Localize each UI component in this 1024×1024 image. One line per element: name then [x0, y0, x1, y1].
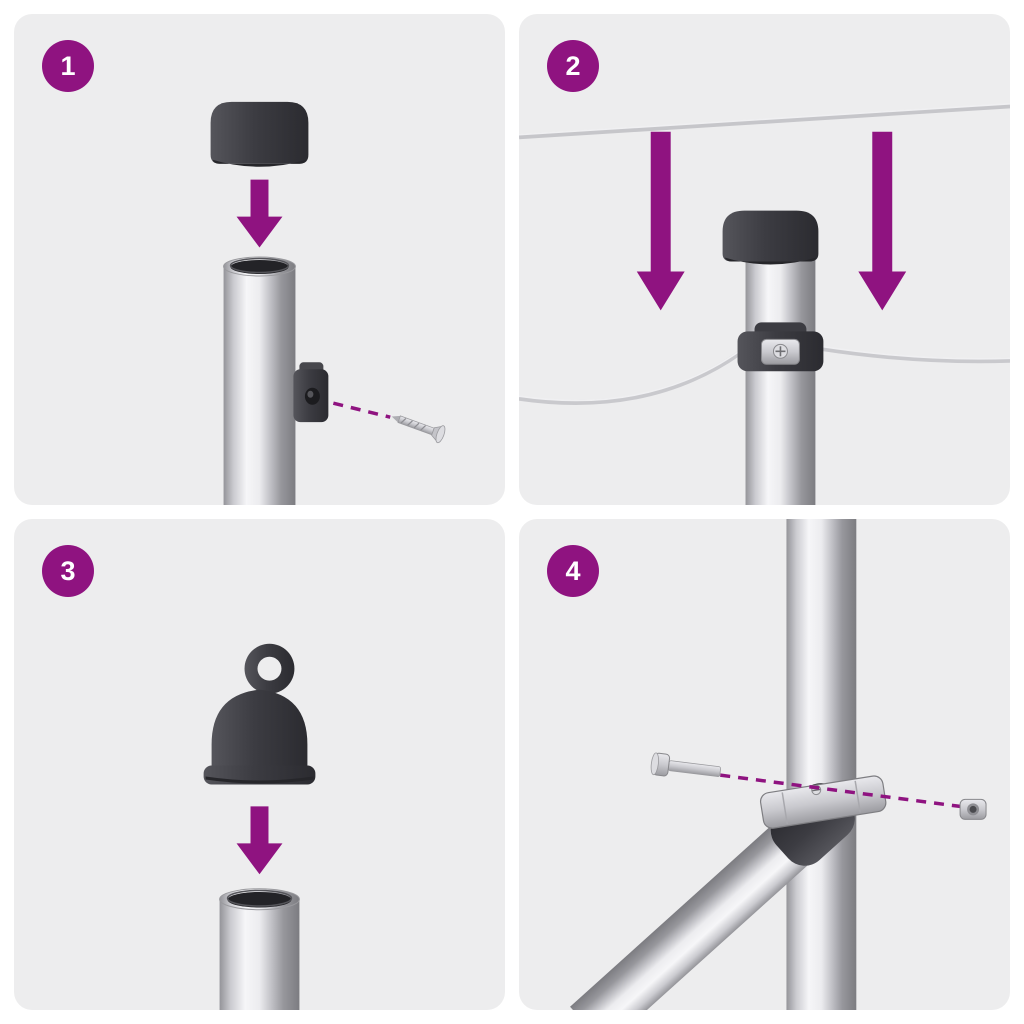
post-with-cap: [722, 210, 819, 505]
post-cap-part: [210, 101, 309, 167]
tension-wire: [519, 345, 1010, 405]
dashed-guide-line: [332, 401, 391, 419]
step-number: 3: [60, 555, 76, 586]
screw-icon: [391, 415, 446, 444]
step-number-badge: 3: [42, 545, 94, 597]
eyelet-cap-onto-post-icon: [203, 643, 316, 1010]
down-arrow-icon: [236, 179, 283, 248]
step-panel-2: 2: [519, 14, 1010, 505]
nut-icon: [959, 798, 987, 820]
wires-tension-clamp-icon: [519, 103, 1010, 505]
step-panel-4: 4: [519, 519, 1010, 1010]
post-tube: [219, 888, 300, 1010]
step-panel-3: 3: [14, 519, 505, 1010]
step-number: 4: [565, 555, 581, 586]
top-wire: [519, 103, 1010, 140]
down-arrow-left-icon: [636, 131, 685, 311]
screw-clamp-part: [293, 362, 329, 423]
step-number: 1: [60, 50, 76, 81]
cap-onto-post-icon: [210, 101, 446, 505]
post-tube: [223, 256, 296, 505]
wire-tensioner-clamp: [737, 322, 824, 372]
step-panel-1: 1: [14, 14, 505, 505]
step-number-badge: 1: [42, 40, 94, 92]
eyelet-cap-part: [203, 643, 316, 785]
step-number-badge: 4: [547, 545, 599, 597]
diagonal-brace-bolt-icon: [570, 519, 987, 1010]
down-arrow-icon: [236, 806, 283, 875]
step-number-badge: 2: [547, 40, 599, 92]
vertical-post: [786, 519, 857, 1010]
down-arrow-right-icon: [858, 131, 907, 311]
bolt-icon: [650, 752, 721, 777]
step-number: 2: [565, 50, 581, 81]
